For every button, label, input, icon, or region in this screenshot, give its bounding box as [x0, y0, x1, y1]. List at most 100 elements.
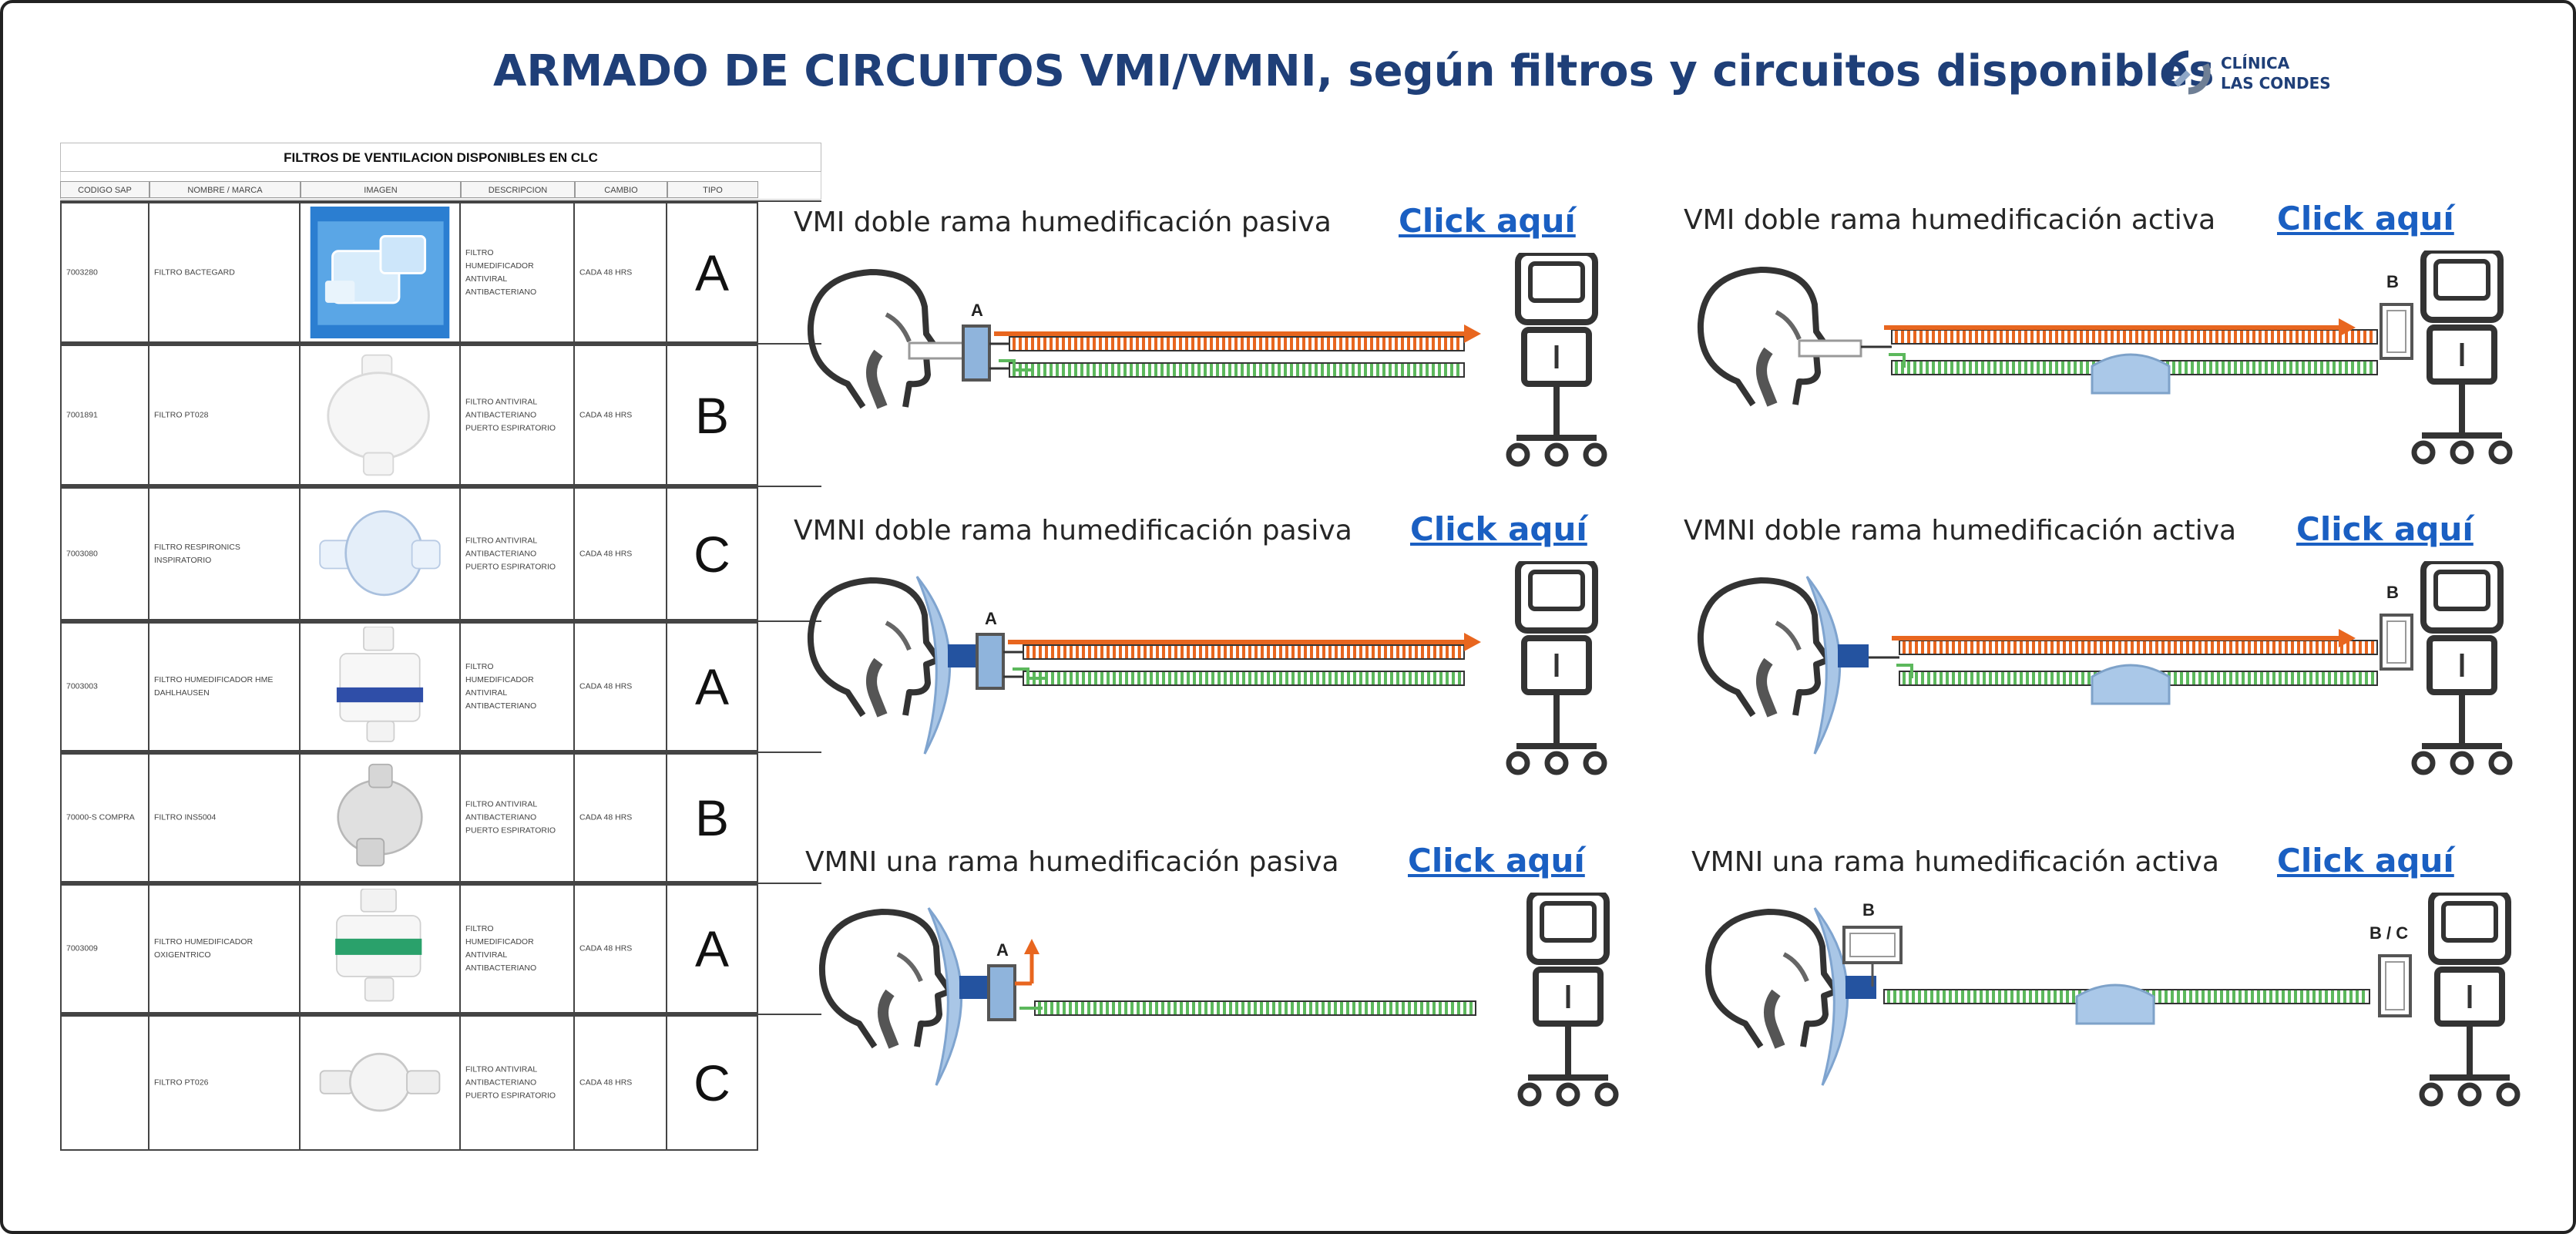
click-here-link[interactable]: Click aquí — [2296, 510, 2474, 548]
patient-head-icon — [807, 269, 942, 409]
bactegard-filter-image — [310, 207, 450, 338]
cell-image — [301, 622, 461, 751]
cell-name: FILTRO PT026 — [149, 1015, 301, 1151]
expiratory-limb — [1023, 671, 1465, 686]
round-filter-image — [327, 354, 430, 476]
filter-b-icon — [1842, 926, 1903, 964]
cell-text: CADA 48 HRS — [579, 549, 633, 558]
cell-code: 7003280 — [60, 202, 149, 343]
table-header-nombre: NOMBRE / MARCA — [149, 181, 301, 198]
clinic-logo: CLÍNICA LAS CONDES — [2165, 46, 2366, 100]
cell-change: CADA 48 HRS — [575, 622, 667, 751]
cell-name: FILTRO BACTEGARD — [149, 202, 301, 343]
mask-connector — [959, 976, 990, 999]
humidifier-chamber-icon — [2091, 353, 2171, 395]
cell-type: C — [667, 487, 758, 620]
cell-text: FILTRO HUMEDIFICADOR HME DAHLHAUSEN — [154, 675, 274, 698]
cell-type: A — [667, 622, 758, 751]
cell-desc: FILTRO HUMEDIFICADOR ANTIVIRAL ANTIBACTE… — [461, 202, 575, 343]
single-limb — [1034, 1000, 1476, 1016]
cell-text: FILTRO INS5004 — [154, 812, 217, 822]
cell-change: CADA 48 HRS — [575, 487, 667, 620]
cell-name: FILTRO PT028 — [149, 345, 301, 486]
table-header-cambio: CAMBIO — [575, 181, 667, 198]
mask-connector — [1846, 976, 1876, 999]
cell-text: FILTRO HUMEDIFICADOR OXIGENTRICO — [154, 937, 254, 960]
filter-b-icon — [2380, 614, 2413, 671]
filter-label: B — [2386, 272, 2399, 291]
cell-text: FILTRO ANTIVIRAL ANTIBACTERIANO PUERTO E… — [465, 1064, 556, 1101]
panel-title: VMNI una rama humedificación pasiva — [805, 846, 1339, 878]
inspiratory-flow-arrow — [1008, 633, 1481, 651]
table-header-descripcion: DESCRIPCION — [461, 181, 575, 198]
click-here-link[interactable]: Click aquí — [2277, 842, 2454, 879]
filter-a-icon — [976, 633, 1005, 690]
inspiratory-flow-arrow — [994, 324, 1481, 343]
mask-connector — [948, 644, 979, 667]
cell-desc: FILTRO ANTIVIRAL ANTIBACTERIANO PUERTO E… — [461, 345, 575, 486]
table-caption: FILTROS DE VENTILACION DISPONIBLES EN CL… — [60, 143, 821, 172]
cell-desc: FILTRO ANTIVIRAL ANTIBACTERIANO PUERTO E… — [461, 1015, 575, 1151]
filter-label: B — [2386, 583, 2399, 602]
click-here-link[interactable]: Click aquí — [1399, 202, 1576, 240]
table-header-tipo: TIPO — [667, 181, 758, 198]
circuit-diagram: A — [818, 893, 1619, 1107]
table-row: 7003280 FILTRO BACTEGARD FILTRO HUMEDIFIC… — [60, 200, 821, 343]
cell-text: FILTRO BACTEGARD — [154, 267, 235, 277]
table-header-imagen: IMAGEN — [301, 181, 461, 198]
cell-name: FILTRO HUMEDIFICADOR OXIGENTRICO — [149, 884, 301, 1014]
inspiratory-flow-arrow — [1892, 629, 2356, 647]
expiratory-flow-line — [999, 359, 1033, 372]
click-here-link[interactable]: Click aquí — [1408, 842, 1585, 879]
ventilator-icon — [2411, 250, 2513, 465]
patient-head-icon — [1697, 577, 1832, 718]
inspiratory-limb — [1891, 329, 2378, 345]
click-here-link[interactable]: Click aquí — [2277, 200, 2454, 237]
cell-image — [301, 487, 461, 620]
humidifier-chamber-icon — [2075, 984, 2155, 1025]
filter-type-letter: B — [694, 789, 730, 846]
panel-title: VMI doble rama humedificación pasiva — [794, 207, 1332, 238]
circuit-diagram: B B / C — [1704, 893, 2521, 1107]
expiratory-flow-line — [1896, 664, 1913, 678]
filter-type-letter: A — [694, 244, 730, 301]
ventilator-icon — [1506, 253, 1607, 467]
patient-head-icon — [1704, 909, 1839, 1049]
logo-mark-icon — [2166, 50, 2211, 95]
nasal-mask-icon — [927, 907, 963, 1086]
cell-text: CADA 48 HRS — [579, 267, 633, 277]
cell-desc: FILTRO ANTIVIRAL ANTIBACTERIANO PUERTO E… — [461, 487, 575, 620]
filter-type-letter: C — [694, 525, 730, 583]
filter-label: A — [971, 301, 983, 320]
ventilator-icon — [1517, 893, 1619, 1107]
inline-filter-image — [319, 1052, 441, 1112]
logo-text-line1: CLÍNICA — [2221, 54, 2290, 72]
cell-text: 7003080 — [66, 549, 98, 558]
cell-image — [301, 345, 461, 486]
ventilator-icon — [1506, 561, 1607, 775]
cell-text: 70000-S COMPRA — [66, 812, 135, 822]
cell-image — [301, 202, 461, 343]
cell-text: CADA 48 HRS — [579, 410, 633, 419]
cell-code: 7003080 — [60, 487, 149, 620]
endotracheal-tube — [1798, 339, 1862, 358]
mask-connector — [1838, 644, 1869, 667]
cell-text: CADA 48 HRS — [579, 812, 633, 822]
filter-label: B / C — [2369, 923, 2408, 943]
filter-type-letter: B — [694, 386, 730, 444]
patient-head-icon — [818, 909, 953, 1049]
panel-title: VMI doble rama humedificación activa — [1684, 204, 2216, 236]
cell-text: CADA 48 HRS — [579, 943, 633, 953]
cell-type: A — [667, 884, 758, 1014]
cell-text: 7003280 — [66, 267, 98, 277]
panel-title: VMNI doble rama humedificación pasiva — [794, 515, 1352, 546]
inspiratory-limb — [1023, 644, 1465, 660]
cell-change: CADA 48 HRS — [575, 753, 667, 883]
cell-desc: FILTRO HUMEDIFICADOR ANTIVIRAL ANTIBACTE… — [461, 884, 575, 1014]
inspiratory-flow-arrow — [1884, 318, 2356, 337]
click-here-link[interactable]: Click aquí — [1410, 510, 1587, 548]
